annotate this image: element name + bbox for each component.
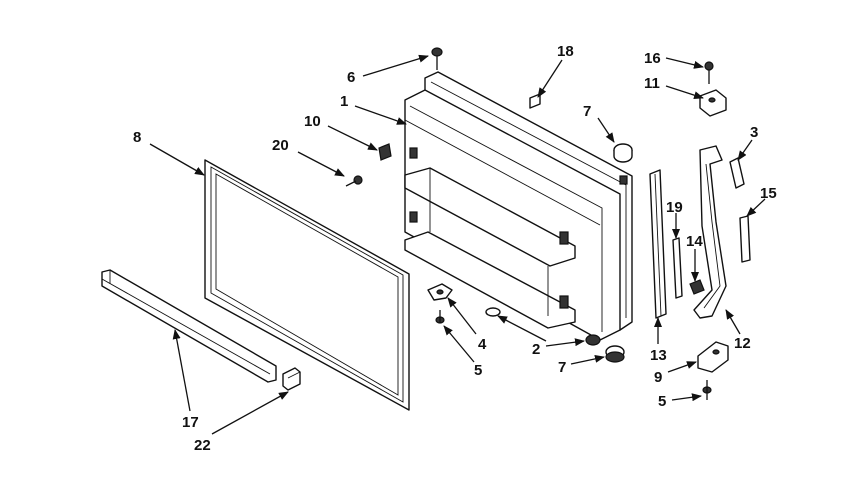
callout-8: 8 xyxy=(133,129,141,146)
callout-6: 6 xyxy=(347,69,355,86)
callout-1: 1 xyxy=(340,93,348,110)
callout-14: 14 xyxy=(686,233,703,250)
callout-19: 19 xyxy=(666,199,683,216)
part-14 xyxy=(689,279,705,295)
trim-clip xyxy=(282,367,301,391)
hinge-bottom-9 xyxy=(697,341,729,373)
shim-15 xyxy=(739,215,751,263)
callout-22: 22 xyxy=(194,437,211,454)
cap-7-top xyxy=(613,143,633,163)
strip-19 xyxy=(672,237,683,299)
cap-7-bottom xyxy=(605,345,625,363)
callout-7-bottom: 7 xyxy=(558,359,566,376)
callout-7-top: 7 xyxy=(583,103,591,120)
callout-3: 3 xyxy=(750,124,758,141)
screw-6 xyxy=(431,47,443,70)
callout-5-right: 5 xyxy=(658,393,666,410)
callout-18: 18 xyxy=(557,43,574,60)
callout-9: 9 xyxy=(654,369,662,386)
bumper-2 xyxy=(485,307,601,346)
callout-15: 15 xyxy=(760,185,777,202)
callout-16: 16 xyxy=(644,50,661,67)
plug-10 xyxy=(378,143,392,161)
callout-4: 4 xyxy=(478,336,487,353)
callout-10: 10 xyxy=(304,113,321,130)
callout-12: 12 xyxy=(734,335,751,352)
trim-strip xyxy=(101,269,277,383)
door-gasket xyxy=(204,159,410,411)
callout-5-left: 5 xyxy=(474,362,482,379)
callout-2: 2 xyxy=(532,341,540,358)
callout-13: 13 xyxy=(650,347,667,364)
callout-11: 11 xyxy=(644,75,660,92)
callout-17: 17 xyxy=(182,414,199,431)
callout-20: 20 xyxy=(272,137,289,154)
hinge-bracket-4 xyxy=(427,283,453,301)
hinge-arm-12 xyxy=(693,145,727,319)
screw-5-left xyxy=(435,310,445,324)
door-liner xyxy=(404,71,633,341)
callout-labels: 6 1 18 10 20 8 7 16 11 3 15 19 14 4 5 2 … xyxy=(133,43,777,454)
screw-20 xyxy=(345,175,363,187)
spacer-3 xyxy=(729,157,745,189)
leader-lines xyxy=(149,54,766,435)
screw-5-right xyxy=(702,380,712,400)
hinge-top-11 xyxy=(699,61,727,117)
